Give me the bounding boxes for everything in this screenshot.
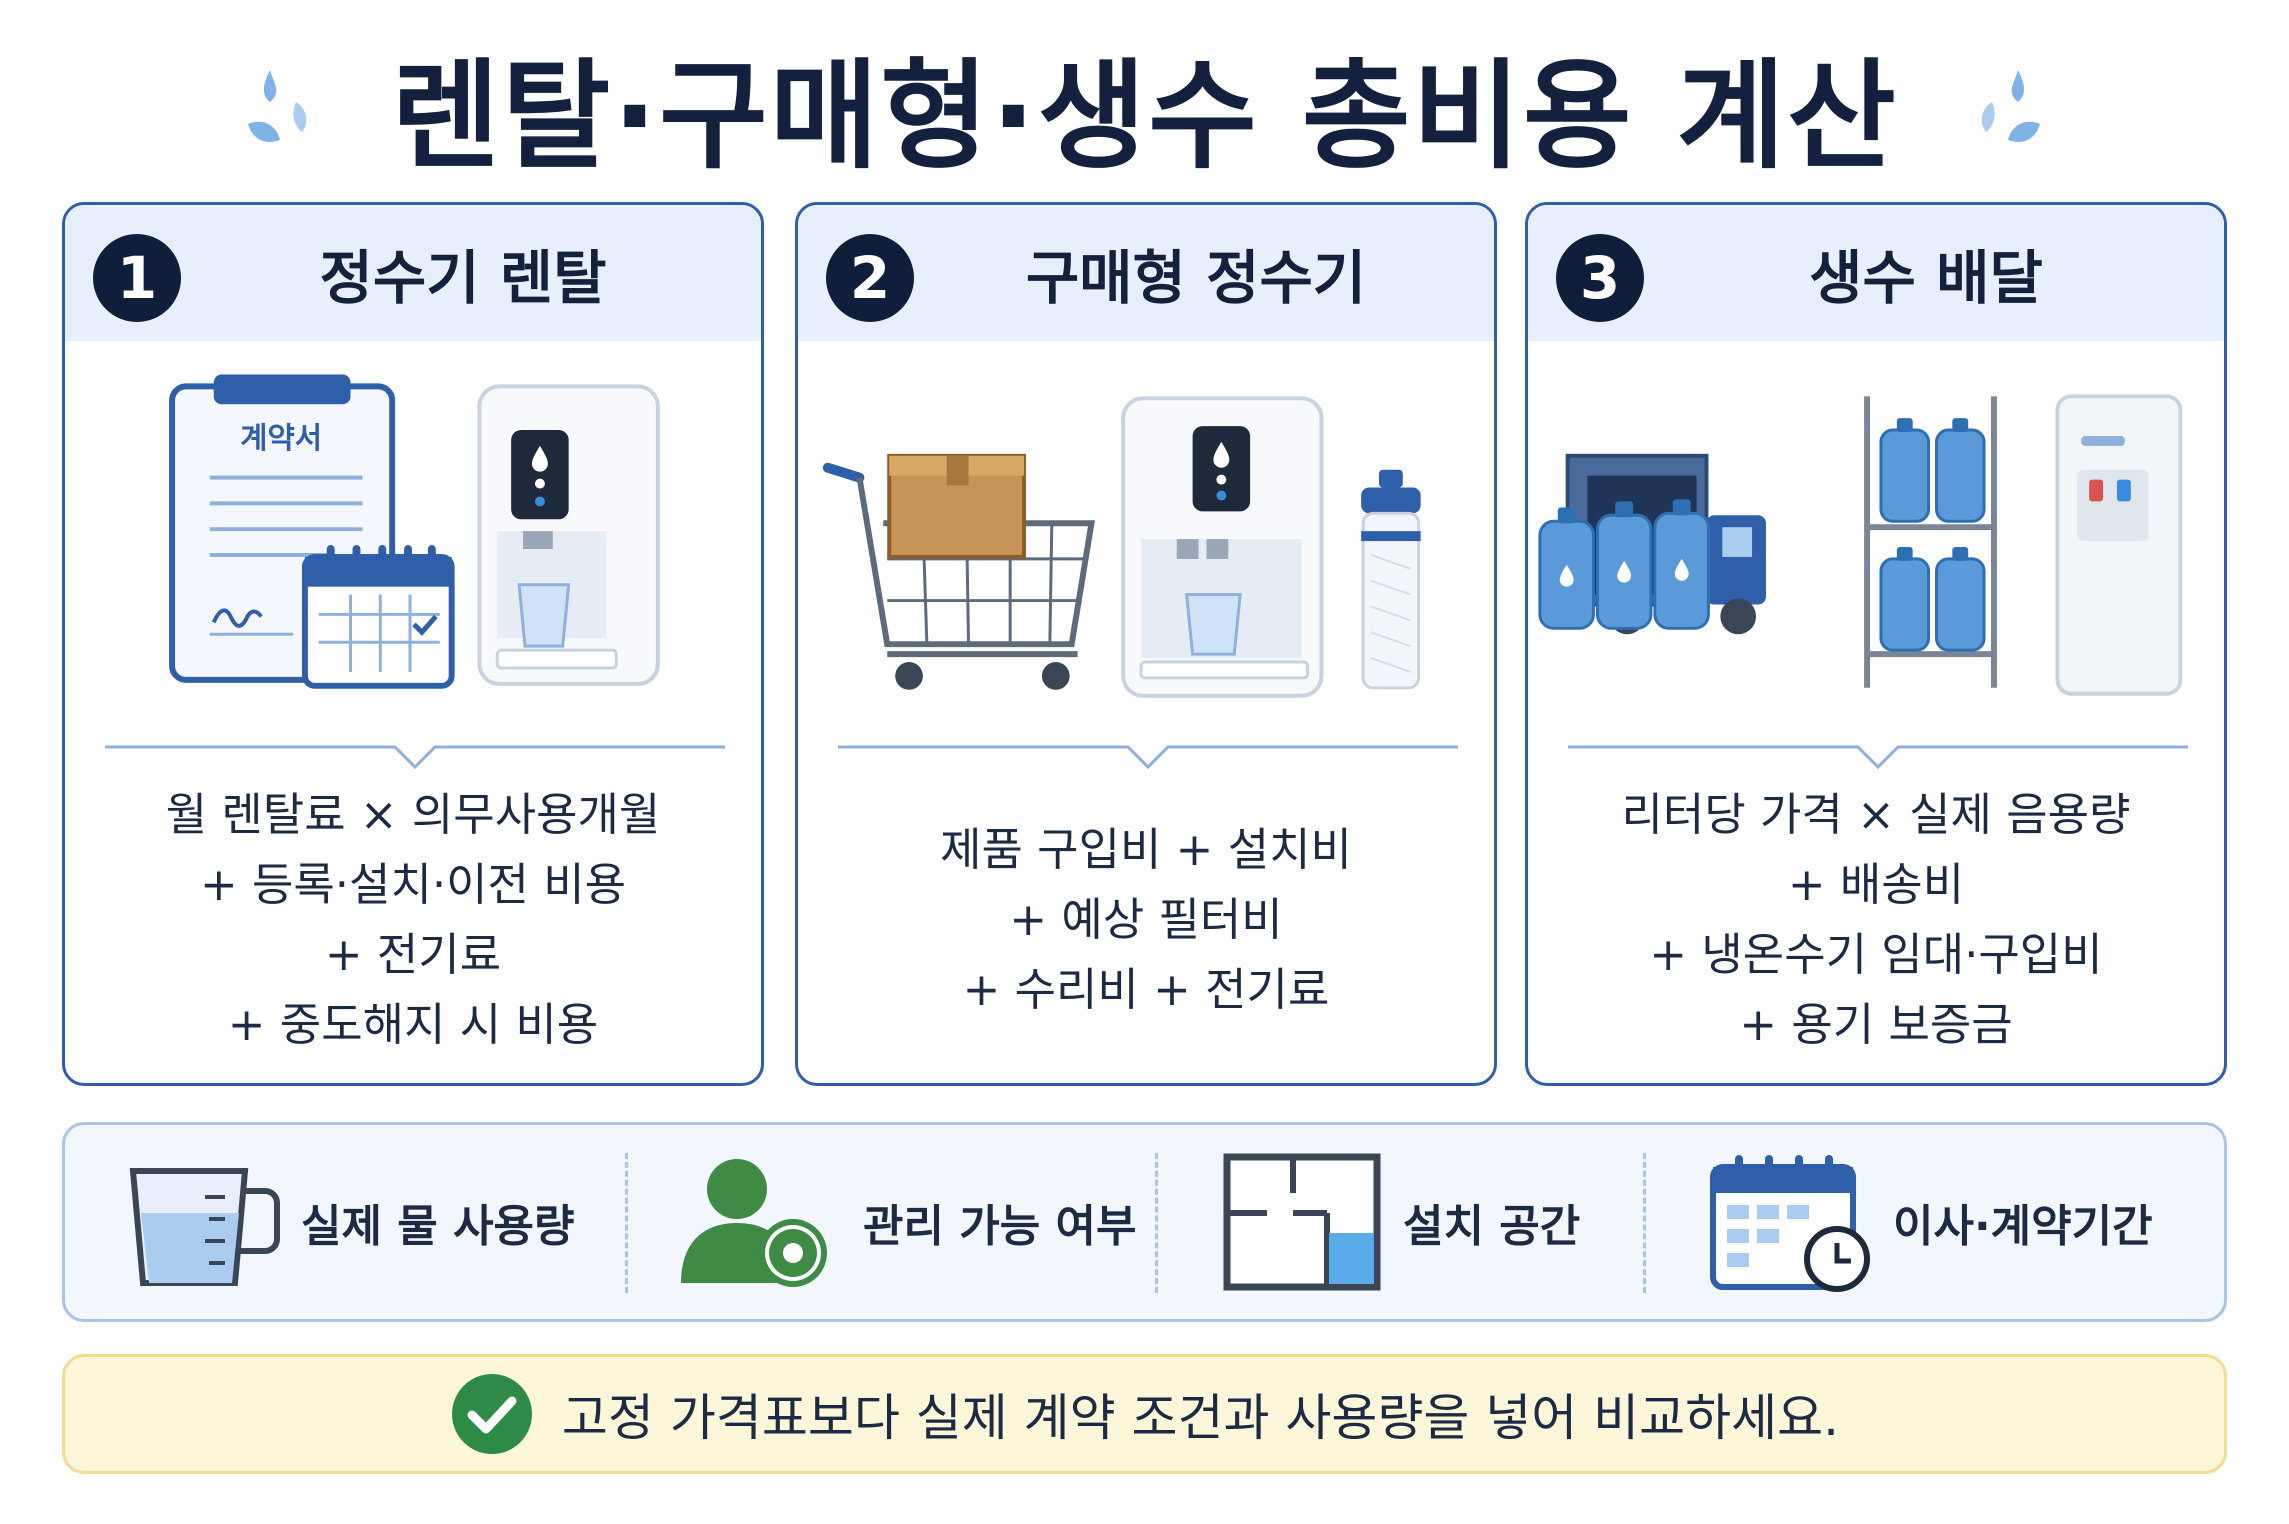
factor-manageability: 관리 가능 여부 xyxy=(675,1125,1137,1319)
formula-line: + 전기료 xyxy=(324,928,502,981)
cost-formula: 제품 구입비 + 설치비 + 예상 필터비 + 수리비 + 전기료 xyxy=(808,777,1484,1063)
formula-line: 제품 구입비 + 설치비 xyxy=(940,823,1352,876)
cost-formula: 리터당 가격 × 실제 음용량 + 배송비 + 냉온수기 임대·구입비 + 용기… xyxy=(1538,777,2214,1063)
card-number-badge: 3 xyxy=(1556,234,1644,322)
water-purifier-icon xyxy=(1121,396,1324,698)
card-header: 1 정수기 렌탈 xyxy=(65,205,761,341)
factor-move-contract-period: 이사·계약기간 xyxy=(1705,1125,2153,1319)
cost-cards: 1 정수기 렌탈 계약서 xyxy=(62,202,2227,1086)
purchase-illustration xyxy=(822,396,1421,698)
card-rental: 1 정수기 렌탈 계약서 xyxy=(62,202,764,1086)
filter-cartridge-icon xyxy=(1361,469,1421,690)
factor-separator xyxy=(625,1153,628,1293)
card-divider xyxy=(105,745,725,770)
formula-line: + 수리비 + 전기료 xyxy=(962,963,1330,1016)
comparison-tip: 고정 가격표보다 실제 계약 조건과 사용량을 넣어 비교하세요. xyxy=(62,1354,2227,1474)
water-cooler-icon xyxy=(2055,394,2183,696)
card-number-badge: 2 xyxy=(826,234,914,322)
measuring-cup-icon xyxy=(129,1168,280,1286)
shopping-cart-icon xyxy=(822,453,1095,690)
card-bottled-water: 3 생수 배달 xyxy=(1525,202,2227,1086)
formula-line: 리터당 가격 × 실제 음용량 xyxy=(1621,788,2131,841)
title-bar: 렌탈·구매형·생수 총비용 계산 xyxy=(0,30,2289,185)
calendar-icon xyxy=(301,545,455,689)
cost-formula: 월 렌탈료 × 의무사용개월 + 등록·설치·이전 비용 + 전기료 + 중도해… xyxy=(75,777,751,1063)
card-header: 2 구매형 정수기 xyxy=(798,205,1494,341)
decision-factors: 실제 물 사용량 관리 가능 여부 설치 공간 xyxy=(62,1122,2227,1322)
card-divider xyxy=(1568,745,2188,770)
formula-line: 월 렌탈료 × 의무사용개월 xyxy=(165,788,661,841)
factor-label: 관리 가능 여부 xyxy=(863,1201,1137,1252)
floor-plan-icon xyxy=(1223,1153,1381,1291)
storage-rack-icon xyxy=(1864,396,1997,688)
factor-label: 실제 물 사용량 xyxy=(301,1201,575,1252)
water-splash-icon-right xyxy=(1981,70,2040,143)
factor-water-usage: 실제 물 사용량 xyxy=(113,1125,575,1319)
water-jug-group-icon xyxy=(1538,499,1710,630)
card-title: 생수 배달 xyxy=(1809,244,2043,312)
formula-line: + 배송비 xyxy=(1787,858,1965,911)
formula-line: + 용기 보증금 xyxy=(1739,998,2013,1051)
card-number-badge: 1 xyxy=(93,234,181,322)
rental-illustration: 계약서 xyxy=(169,374,660,689)
person-gear-icon xyxy=(681,1159,827,1287)
factor-separator xyxy=(1155,1153,1158,1293)
page-title: 렌탈·구매형·생수 총비용 계산 xyxy=(391,46,1898,185)
formula-line: + 예상 필터비 xyxy=(1009,893,1283,946)
factor-label: 설치 공간 xyxy=(1403,1201,1581,1252)
card-title: 정수기 렌탈 xyxy=(319,244,607,312)
card-header: 3 생수 배달 xyxy=(1528,205,2224,341)
card-title: 구매형 정수기 xyxy=(1025,244,1367,312)
tip-text: 고정 가격표보다 실제 계약 조건과 사용량을 넣어 비교하세요. xyxy=(561,1389,1840,1447)
factor-install-space: 설치 공간 xyxy=(1215,1125,1580,1319)
factor-separator xyxy=(1643,1153,1646,1293)
card-divider xyxy=(838,745,1458,770)
formula-line: + 냉온수기 임대·구입비 xyxy=(1649,928,2103,981)
calendar-clock-icon xyxy=(1710,1155,1870,1292)
check-circle-icon xyxy=(451,1374,532,1454)
formula-line: + 중도해지 시 비용 xyxy=(227,998,599,1051)
contract-label: 계약서 xyxy=(240,421,322,456)
card-purchase: 2 구매형 정수기 xyxy=(795,202,1497,1086)
water-purifier-icon xyxy=(477,384,660,686)
bottled-water-illustration xyxy=(1538,394,2183,696)
water-splash-icon-left xyxy=(248,70,307,143)
formula-line: + 등록·설치·이전 비용 xyxy=(199,858,627,911)
factor-label: 이사·계약기간 xyxy=(1893,1201,2153,1252)
